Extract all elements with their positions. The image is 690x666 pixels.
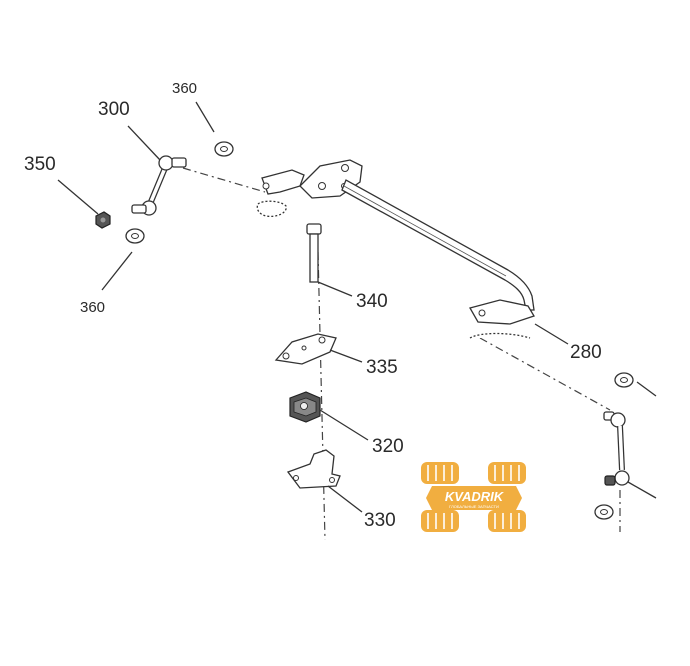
label-335: 335 (366, 357, 398, 378)
label-340: 340 (356, 291, 388, 312)
watermark-tagline-text: ГЛОБАЛЬНЫЕ ЗАПЧАСТИ (449, 504, 499, 509)
kvadrik-watermark-logo: KVADRIK ГЛОБАЛЬНЫЕ ЗАПЧАСТИ (421, 462, 526, 532)
bushing-part-320 (289, 391, 321, 423)
part-labels: 360 300 350 360 340 280 335 320 330 (24, 80, 602, 531)
leader-lines (57, 101, 569, 513)
label-350: 350 (24, 154, 56, 175)
label-330: 330 (364, 510, 396, 531)
label-320: 320 (372, 436, 404, 457)
bracket-part-330 (286, 449, 341, 489)
stabilizer-link-right (594, 372, 657, 520)
assembly-lines (182, 167, 621, 541)
watermark-brand-text: KVADRIK (445, 489, 505, 504)
label-300: 300 (98, 99, 130, 120)
clamp-plate-part-335 (274, 333, 337, 365)
label-360-top: 360 (172, 80, 197, 97)
washer-part-360-top (214, 141, 234, 157)
stabilizer-link-part-300 (131, 155, 187, 216)
stabilizer-bar-part-280 (256, 159, 535, 339)
washer-part-360-bottom (125, 228, 145, 244)
nut-part-350 (95, 211, 111, 229)
label-280: 280 (570, 342, 602, 363)
bolt-part-340 (306, 223, 322, 283)
label-360-bottom: 360 (80, 299, 105, 316)
